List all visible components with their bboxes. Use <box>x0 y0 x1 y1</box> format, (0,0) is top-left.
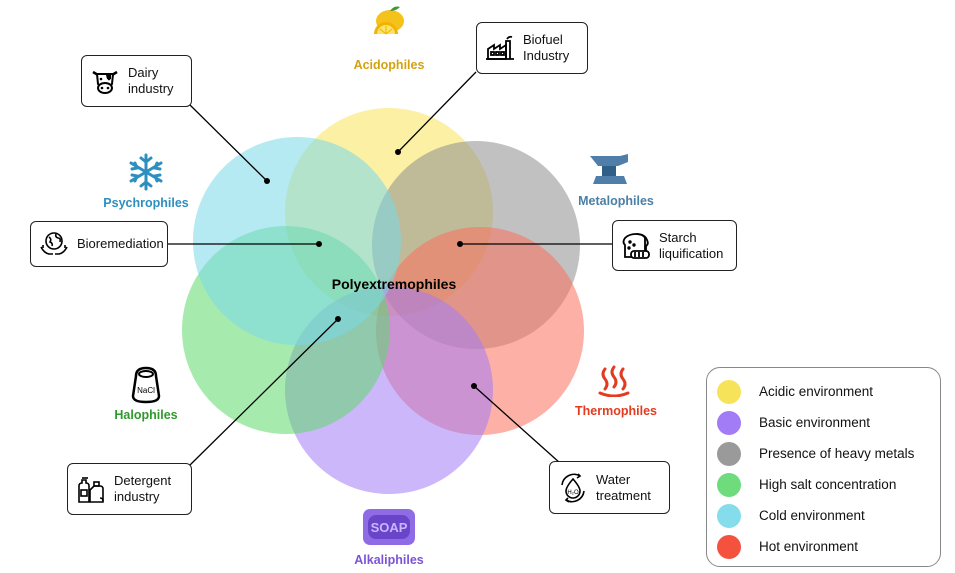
globe-hands-icon <box>40 232 68 255</box>
app-box-dairy: Dairy industry <box>81 55 192 107</box>
legend-item: Cold environment <box>717 500 930 531</box>
app-label-starch: Starch liquification <box>659 229 724 261</box>
app-label-bioremediation: Bioremediation <box>77 236 164 251</box>
app-box-water: H₂O Water treatment <box>549 461 670 514</box>
app-label-water: Water treatment <box>596 471 651 503</box>
svg-text:H₂O: H₂O <box>567 490 579 496</box>
legend-swatch <box>717 379 741 404</box>
legend-label: Hot environment <box>759 539 859 554</box>
cow-icon <box>92 70 118 94</box>
alkaliphiles-label: Alkaliphiles <box>354 553 424 567</box>
center-label: Polyextremophiles <box>331 276 457 292</box>
nacl-text: NaCl <box>137 386 155 395</box>
bread-icon <box>622 232 650 259</box>
app-box-bioremediation: Bioremediation <box>30 221 168 267</box>
connector-dot-water <box>471 383 477 389</box>
app-box-starch: Starch liquification <box>612 220 737 271</box>
legend-swatch <box>717 441 741 466</box>
lemon-icon <box>374 6 404 35</box>
acidophiles-label: Acidophiles <box>353 58 425 72</box>
connector-detergent <box>189 318 339 466</box>
legend-item: Basic environment <box>717 407 930 438</box>
legend-swatch <box>717 534 741 559</box>
app-label-dairy: Dairy industry <box>128 65 174 96</box>
legend-label: Basic environment <box>759 415 871 430</box>
connector-dot-dairy <box>264 178 270 184</box>
legend-item: Presence of heavy metals <box>717 438 930 469</box>
legend-swatch <box>717 410 741 435</box>
legend-swatch <box>717 503 741 528</box>
legend-label: High salt concentration <box>759 477 897 492</box>
connector-water <box>473 385 561 464</box>
soap-text: SOAP <box>371 520 408 535</box>
legend-item: Hot environment <box>717 531 930 562</box>
legend-swatch <box>717 472 741 497</box>
legend-item: High salt concentration <box>717 469 930 500</box>
salt-shaker-icon: NaCl <box>131 366 161 404</box>
app-box-biofuel: Biofuel Industry <box>476 22 588 74</box>
connector-biofuel <box>397 71 477 153</box>
psychrophiles-label: Psychrophiles <box>103 196 189 210</box>
metalophiles-label: Metalophiles <box>578 194 654 208</box>
heat-waves-icon <box>598 365 630 397</box>
app-label-biofuel: Biofuel Industry <box>523 32 570 63</box>
anvil-icon <box>590 154 628 184</box>
connector-dot-starch <box>457 241 463 247</box>
water-cycle-icon: H₂O <box>561 472 585 503</box>
app-box-detergent: Detergent industry <box>67 463 192 515</box>
connector-dot-bioremediation <box>316 241 322 247</box>
legend-label: Presence of heavy metals <box>759 446 915 461</box>
connector-dot-detergent <box>335 316 341 322</box>
factory-icon <box>486 35 514 60</box>
halophiles-label: Halophiles <box>114 408 178 422</box>
legend-label: Cold environment <box>759 508 865 523</box>
legend-item: Acidic environment <box>717 376 930 407</box>
app-label-detergent: Detergent industry <box>114 473 172 504</box>
snowflake-icon <box>129 153 163 191</box>
connector-dot-biofuel <box>395 149 401 155</box>
detergent-icon <box>78 477 104 503</box>
thermophiles-label: Thermophiles <box>575 404 657 418</box>
legend-label: Acidic environment <box>759 384 874 399</box>
psychrophiles-circle <box>193 137 401 345</box>
soap-icon: SOAP <box>363 509 415 545</box>
connector-dairy <box>189 104 268 182</box>
